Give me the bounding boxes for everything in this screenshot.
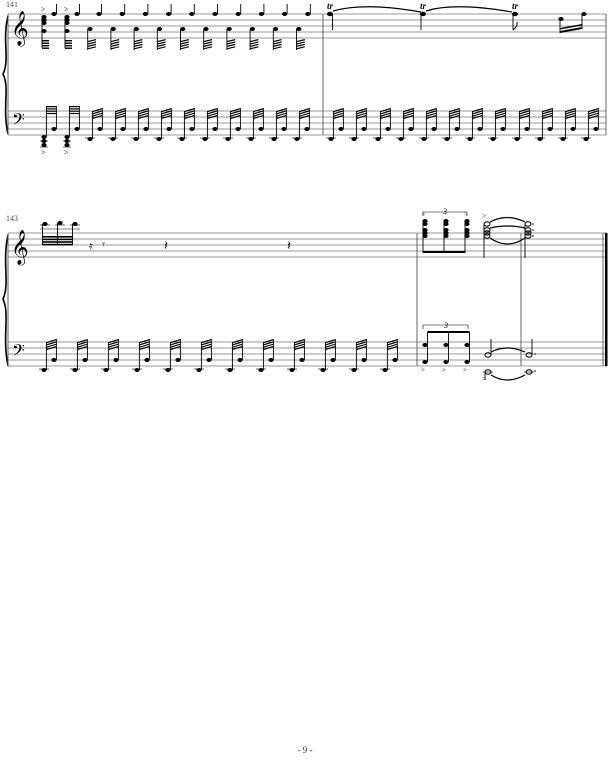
- measure-number-143: 143: [6, 214, 18, 223]
- bass-figures-system-2: [39, 339, 398, 372]
- measure-141-bass-accents: > >: [40, 135, 71, 157]
- svg-text:tr: tr: [327, 1, 334, 11]
- svg-text:3: 3: [443, 321, 448, 330]
- quarter-rest-icon: 𝄽: [287, 238, 291, 253]
- treble-clef-icon: 𝄞: [11, 11, 29, 47]
- svg-text:>: >: [482, 375, 486, 383]
- bass-clef-icon: 𝄢: [12, 109, 25, 133]
- svg-text:>: >: [422, 212, 426, 218]
- treble-clef-icon: 𝄞: [11, 230, 29, 266]
- svg-text:>: >: [442, 366, 446, 374]
- system-1: 𝄞 𝄢 >: [2, 1, 607, 157]
- measure-144-bass: 3 > > > >: [421, 321, 526, 383]
- measure-144-treble: > > 3: [422, 207, 526, 258]
- svg-text:>: >: [64, 5, 69, 14]
- system-2: 𝄞 𝄢: [2, 207, 608, 383]
- quarter-rest-icon: 𝄽: [164, 238, 168, 253]
- measure-141-treble: > >: [41, 4, 80, 49]
- measure-145-bass: [524, 339, 536, 375]
- measure-141-treble-figures: [87, 4, 311, 50]
- svg-text:>: >: [464, 212, 468, 218]
- svg-text:>: >: [482, 212, 486, 220]
- bass-clef-icon: 𝄢: [12, 340, 25, 364]
- svg-text:>: >: [463, 366, 467, 374]
- svg-text:>: >: [421, 366, 425, 374]
- brace-icon: [2, 234, 9, 367]
- svg-text:>: >: [64, 148, 69, 157]
- svg-text:tr: tr: [512, 1, 519, 11]
- svg-text:>: >: [41, 148, 46, 157]
- eighth-rest-icon: 𝄾: [102, 239, 105, 251]
- bass-staff-2: [8, 341, 607, 367]
- final-barline-thick: [605, 233, 608, 366]
- thirty-second-rest-icon: 𝄿: [89, 239, 93, 253]
- svg-text:3: 3: [442, 207, 447, 216]
- svg-text:tr: tr: [420, 1, 427, 11]
- measure-142-treble: tr tr tr: [327, 1, 587, 33]
- treble-staff-2: [8, 232, 607, 258]
- brace-icon: [2, 15, 9, 135]
- svg-text:>: >: [41, 5, 46, 14]
- measure-143-treble: 𝄿 𝄾 𝄽 𝄽: [40, 221, 291, 253]
- page-number: - 9 -: [297, 745, 313, 755]
- bass-figures-system-1: [45, 106, 599, 141]
- measure-145-treble: [524, 221, 534, 258]
- measure-number-141: 141: [6, 0, 18, 9]
